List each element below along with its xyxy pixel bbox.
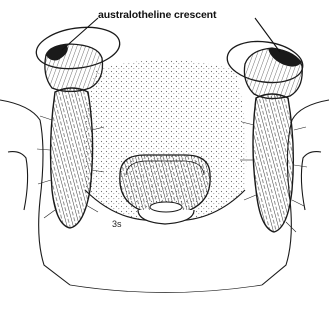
median-spinneret-label: 3s	[112, 219, 122, 229]
australotheline-crescent-label: australotheline crescent	[98, 9, 216, 21]
label-leader-lines	[62, 18, 280, 52]
